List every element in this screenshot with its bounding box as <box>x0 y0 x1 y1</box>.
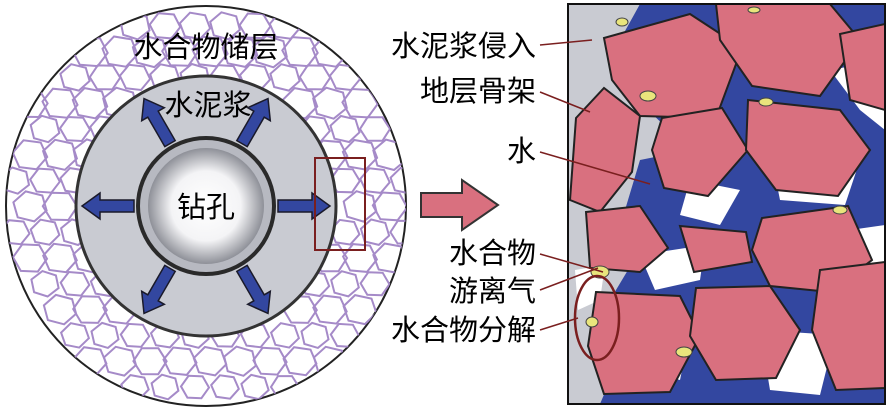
hydrate-cell <box>282 346 318 377</box>
hydrate-cell <box>342 190 378 223</box>
hydrate-cell <box>300 321 330 350</box>
hydrate-cell <box>150 373 180 401</box>
magnify-arrow-icon <box>420 178 500 232</box>
cement-slurry-label: 水泥浆 <box>164 88 251 122</box>
hydrate-cell <box>252 34 288 69</box>
hydrate-cell <box>389 219 406 245</box>
label-hydrate: 水合物 <box>449 236 536 270</box>
hydrate-cell <box>59 322 91 349</box>
hydrate-cell <box>119 322 151 348</box>
hydrate-cell <box>42 242 78 274</box>
hydrate-cell <box>389 166 406 195</box>
flow-arrow-icon <box>140 264 177 315</box>
hydrate-cell <box>132 347 168 376</box>
label-leader-lines <box>539 39 651 331</box>
hydrate-cell <box>210 374 240 400</box>
label-cement-intrusion: 水泥浆侵入 <box>391 29 536 63</box>
hydrate-cell <box>11 243 49 273</box>
hydrate-cell <box>29 114 61 144</box>
hydrate-cell <box>131 35 169 69</box>
hydrate-reservoir-label: 水合物储层 <box>133 30 278 64</box>
flow-arrow-icon <box>235 97 272 148</box>
hydrate-cell <box>59 270 91 297</box>
hydrate-cell <box>88 64 122 91</box>
hydrate-cell <box>42 293 78 326</box>
hydrate-cell <box>41 191 79 222</box>
hydrate-cell <box>192 345 228 377</box>
flow-arrow-icon <box>80 191 135 221</box>
flow-arrow-icon <box>277 191 332 221</box>
hydrate-cell <box>41 138 79 171</box>
hydrate-cell <box>71 87 109 120</box>
hydrate-cell <box>101 35 139 68</box>
detail-frame <box>567 3 886 405</box>
hydrate-cell <box>90 321 120 350</box>
hydrate-cell <box>6 166 31 195</box>
hydrate-cell <box>269 322 301 349</box>
label-hydrate-decomposition: 水合物分解 <box>391 313 536 347</box>
hydrate-cell <box>59 63 91 92</box>
hydrate-cell <box>312 86 348 120</box>
hydrate-decomposition-highlight <box>573 274 621 362</box>
hydrate-cell <box>102 345 138 377</box>
hydrate-cell <box>239 322 271 349</box>
hydrate-cell <box>298 64 332 91</box>
hydrate-cell <box>341 243 379 273</box>
flow-arrow-icon <box>235 264 272 315</box>
hydrate-cell <box>359 218 391 246</box>
hydrate-cell <box>221 35 259 68</box>
hydrate-cell <box>359 271 391 297</box>
hydrate-cell <box>358 116 392 142</box>
free-gas-blobs <box>585 6 848 358</box>
borehole <box>148 148 264 264</box>
label-free-gas: 游离气 <box>449 274 536 308</box>
hydrate-cell <box>29 218 61 246</box>
zoom-highlight-box <box>314 157 366 251</box>
pore-scale-detail: 水泥浆侵入 地层骨架 水 水合物 游离气 水合物分解 <box>391 3 886 405</box>
hydrate-cell <box>178 11 212 40</box>
hydrate-cell <box>72 295 108 324</box>
hydrate-cell <box>12 190 48 223</box>
hydrate-cell <box>223 345 257 377</box>
label-formation-skeleton: 地层骨架 <box>420 74 536 108</box>
formation-skeleton-grains <box>568 4 885 396</box>
hydrate-cell <box>209 11 241 41</box>
hydrate-cell <box>6 219 31 246</box>
hydrate-cell <box>330 270 360 298</box>
flow-arrow-icon <box>140 97 177 148</box>
slurry-flow-arrows <box>80 97 332 315</box>
hydrate-cell <box>252 346 288 376</box>
hydrate-cell <box>179 374 211 400</box>
borehole-cross-section: 水合物储层 水泥浆 钻孔 <box>5 5 407 407</box>
hydrate-cell <box>162 346 198 376</box>
hydrate-cell <box>329 114 361 144</box>
label-water: 水 <box>507 134 536 168</box>
hydrate-cell <box>269 63 301 92</box>
hydrate-cell <box>312 294 348 325</box>
hydrate-cell <box>359 167 391 194</box>
hydrate-cell <box>342 294 378 326</box>
hydrate-cell <box>118 63 152 92</box>
borehole-label: 钻孔 <box>177 190 235 224</box>
hydrate-cell <box>58 115 92 143</box>
hydrate-cell <box>30 269 60 298</box>
